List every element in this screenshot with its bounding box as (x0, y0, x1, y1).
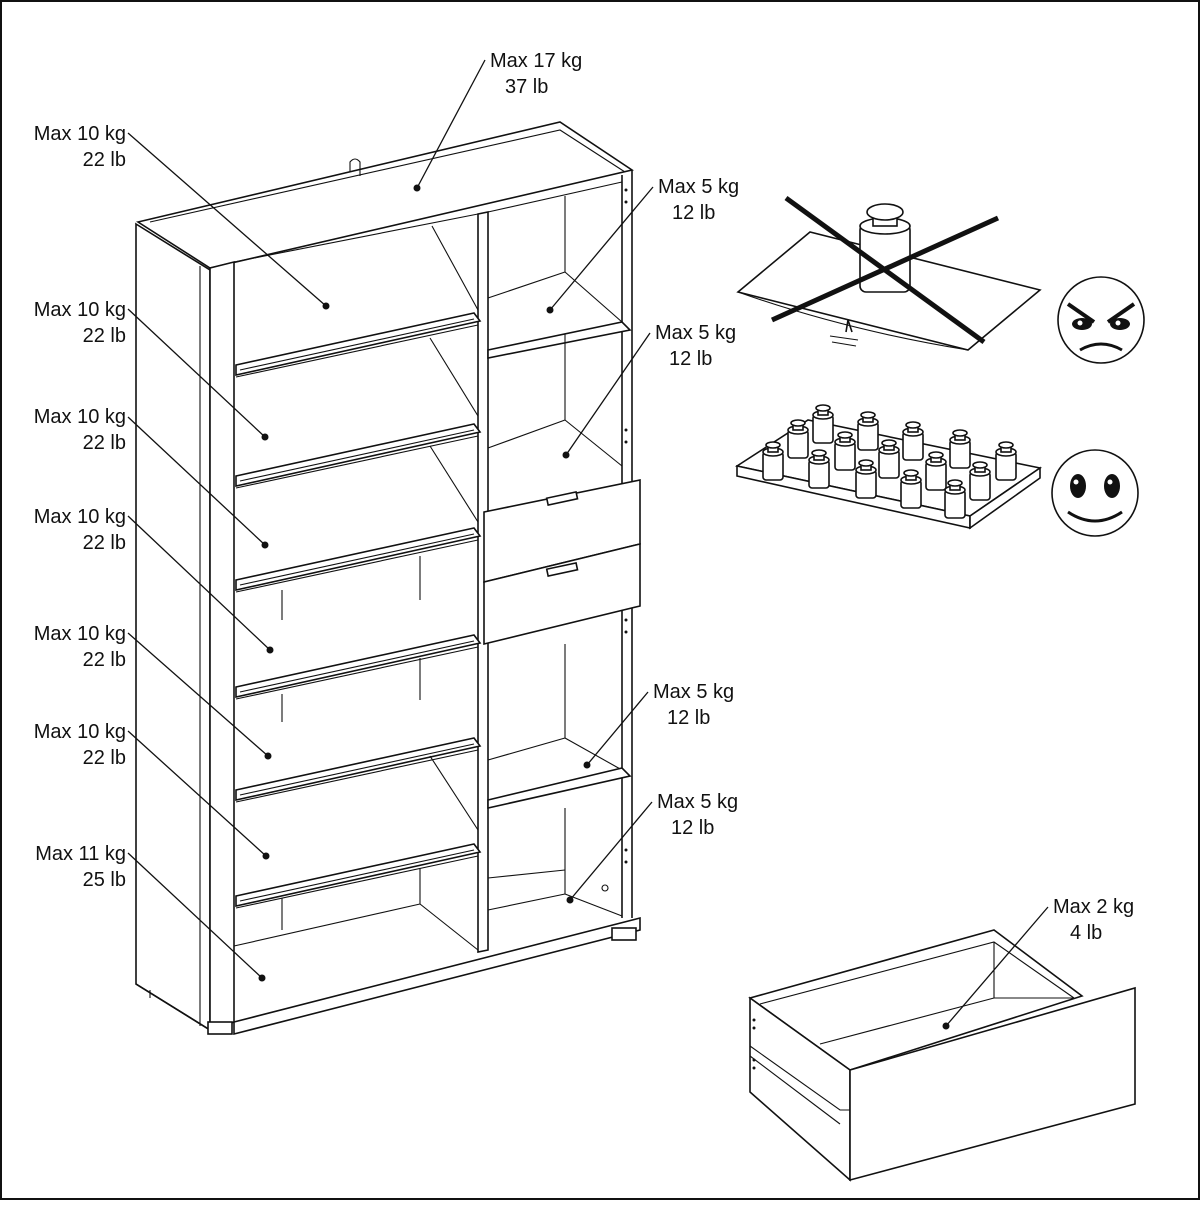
label-right-shelf-2: Max 5 kg 12 lb (562, 322, 736, 459)
right-shelf-1 (487, 321, 632, 359)
sad-face-icon (1057, 276, 1145, 364)
small-weight (787, 419, 809, 459)
left-shelf-4 (235, 634, 482, 700)
left-shelf-1 (235, 312, 482, 378)
left-shelves-group (235, 312, 482, 930)
label-right-shelf-4: Max 5 kg 12 lb (566, 791, 738, 904)
label-top-lb: 37 lb (505, 76, 548, 98)
small-weight (925, 451, 947, 491)
distributed-load-illustration (734, 404, 1139, 537)
label-left-shelf-kg: Max 10 kg (34, 506, 126, 528)
label-left-shelf-lb: 22 lb (83, 649, 126, 671)
small-weight (808, 449, 830, 489)
label-left-shelf-lb: 25 lb (83, 869, 126, 891)
cross-out-icon (770, 195, 1000, 345)
label-right-shelf-lb: 12 lb (669, 348, 712, 370)
drawer-illustration: Max 2 kg 4 lb (748, 896, 1136, 1182)
label-drawer-kg: Max 2 kg (1053, 896, 1134, 918)
left-side-panel (135, 222, 211, 1032)
label-left-shelf-6: Max 10 kg 22 lb (34, 721, 270, 860)
label-drawer-lb: 4 lb (1070, 922, 1102, 944)
center-divider (477, 211, 489, 953)
label-left-shelf-7: Max 11 kg 25 lb (35, 843, 266, 982)
drawer-front (849, 986, 1136, 1182)
small-weight (834, 431, 856, 471)
small-weight (857, 411, 879, 451)
label-right-shelf-kg: Max 5 kg (658, 176, 739, 198)
left-shelf-5 (235, 737, 482, 803)
label-left-shelf-kg: Max 10 kg (34, 721, 126, 743)
small-weight (762, 441, 784, 481)
label-right-shelf-lb: 12 lb (671, 817, 714, 839)
label-left-shelf-lb: 22 lb (83, 747, 126, 769)
label-right-shelf-3: Max 5 kg 12 lb (583, 681, 734, 769)
small-weight (995, 441, 1017, 481)
bookcase-top (135, 121, 634, 269)
small-weight (900, 469, 922, 509)
right-shelves-group (483, 188, 641, 879)
label-left-shelf-lb: 22 lb (83, 325, 126, 347)
bookcase (135, 121, 641, 1036)
left-front-edge (209, 260, 235, 1032)
left-shelf-2 (235, 423, 482, 489)
label-left-shelf-5: Max 10 kg 22 lb (34, 623, 272, 760)
label-right-shelf-lb: 12 lb (672, 202, 715, 224)
foot-right (611, 927, 637, 941)
label-left-shelf-3: Max 10 kg 22 lb (34, 406, 269, 549)
label-left-shelf-kg: Max 10 kg (34, 123, 126, 145)
small-weight (949, 429, 971, 469)
small-weight (969, 461, 991, 501)
label-left-shelf-4: Max 10 kg 22 lb (34, 506, 274, 654)
label-left-shelf-lb: 22 lb (83, 432, 126, 454)
small-weight (855, 459, 877, 499)
concentrated-load-illustration (736, 195, 1145, 364)
label-left-shelf-kg: Max 10 kg (34, 299, 126, 321)
small-weight (812, 404, 834, 444)
left-shelf-3 (235, 527, 482, 593)
peg-holes (624, 188, 628, 864)
label-left-shelf-lb: 22 lb (83, 532, 126, 554)
left-shelf-6 (235, 843, 482, 909)
label-right-shelf-kg: Max 5 kg (655, 322, 736, 344)
drawer-handle-upper (545, 490, 579, 506)
small-weights-group (762, 404, 1017, 519)
label-top-kg: Max 17 kg (490, 50, 582, 72)
label-left-shelf-kg: Max 10 kg (34, 406, 126, 428)
happy-face-icon (1051, 449, 1139, 537)
right-shelf-3 (487, 767, 632, 810)
drawer-handle-lower (545, 561, 579, 577)
foot-left (207, 1021, 233, 1035)
label-left-shelf-2: Max 10 kg 22 lb (34, 299, 269, 441)
label-right-shelf-1: Max 5 kg 12 lb (546, 176, 739, 314)
label-left-shelf-1: Max 10 kg 22 lb (34, 123, 330, 310)
label-left-shelf-lb: 22 lb (83, 149, 126, 171)
drawer-front-lower (483, 542, 641, 646)
left-labels-group: Max 10 kg 22 lb Max 10 kg 22 lb Max 10 kg 22 … (34, 123, 330, 982)
bottom-plinth (233, 916, 641, 1036)
label-right-shelf-lb: 12 lb (667, 707, 710, 729)
label-left-shelf-kg: Max 10 kg (34, 623, 126, 645)
small-weight (944, 479, 966, 519)
label-right-shelf-kg: Max 5 kg (657, 791, 738, 813)
label-top: Max 17 kg 37 lb (413, 50, 582, 192)
label-right-shelf-kg: Max 5 kg (653, 681, 734, 703)
label-left-shelf-kg: Max 11 kg (35, 843, 126, 865)
small-weight (902, 421, 924, 461)
wall-fixing-icon (349, 158, 361, 176)
small-weight (878, 439, 900, 479)
